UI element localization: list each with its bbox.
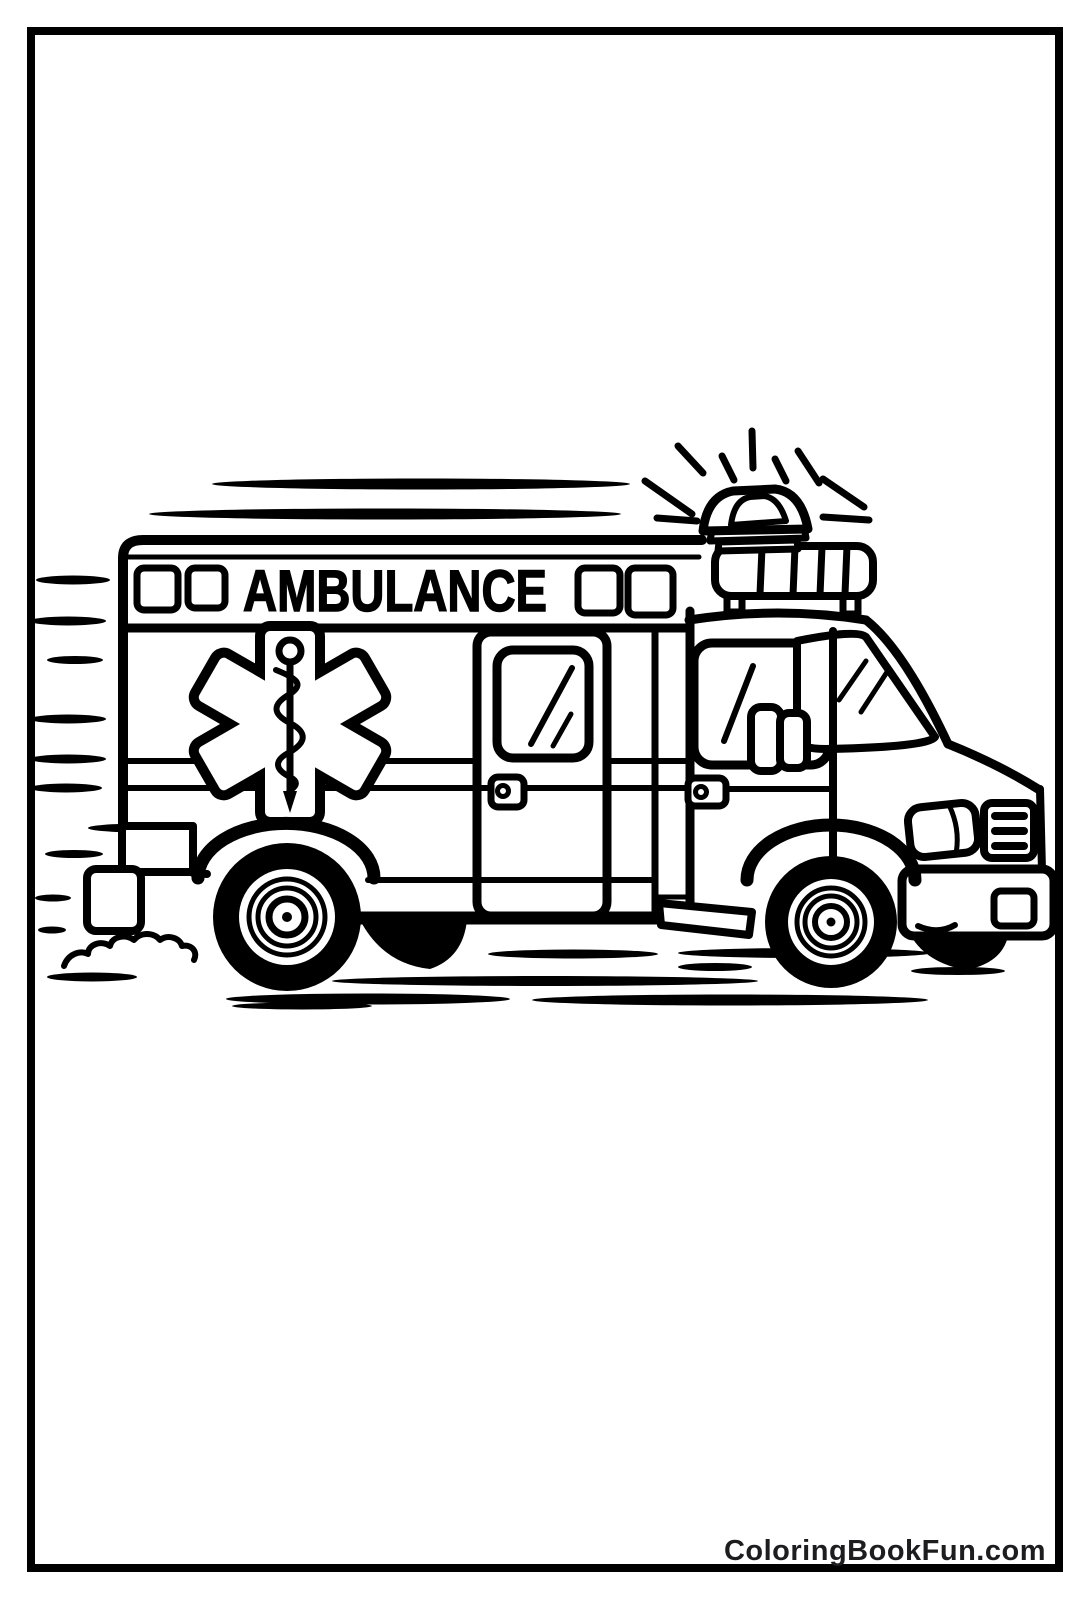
windshield (793, 629, 939, 753)
beacon-ray (794, 447, 823, 487)
dust-line (47, 972, 137, 982)
grille-bar (991, 842, 1028, 850)
window-glare-line (550, 711, 574, 749)
rear-bumper-step (83, 865, 145, 935)
hub-dot (826, 917, 836, 927)
speed-line (30, 714, 106, 724)
speed-line (45, 850, 103, 858)
ambulance-label: AMBULANCE (243, 559, 547, 624)
beacon-ray (674, 442, 707, 477)
ground-line (488, 949, 658, 959)
rim-ring (802, 893, 860, 951)
beacon-ray (718, 452, 738, 484)
cab-step (655, 899, 756, 939)
speed-line (30, 616, 106, 626)
dust-cloud-outline (61, 931, 199, 969)
speed-line (30, 783, 102, 793)
beacon-lens (728, 493, 789, 528)
ground-line (532, 994, 928, 1006)
speed-lines (30, 478, 630, 934)
front-wheel (740, 818, 922, 988)
ground-line (678, 963, 752, 971)
beacon-ray (653, 514, 701, 525)
speed-line (36, 575, 110, 585)
marker-light (574, 564, 624, 617)
speed-line (149, 508, 621, 520)
rim-ring (794, 885, 868, 959)
rod-of-asclepius-icon (273, 636, 306, 813)
front-edge-line (1036, 785, 1046, 875)
headlight-icon (903, 798, 983, 862)
cab-door-handle (684, 774, 730, 810)
ground-line (226, 993, 510, 1005)
side-mirror (747, 703, 811, 775)
front-bumper (897, 864, 1059, 941)
rim-ring (246, 876, 328, 958)
window-glare-line (721, 663, 756, 744)
rear-wheel (191, 816, 381, 991)
beacon-light-icon (698, 484, 813, 555)
hub-ring (265, 895, 309, 939)
marker-light (184, 564, 229, 612)
watermark-text: ColoringBookFun.com (723, 1535, 1046, 1567)
ambulance-box-body: AMBULANCE (83, 535, 707, 935)
grille-bar (991, 812, 1028, 820)
under-bumper-shadow (911, 936, 1008, 970)
dust-cloud (47, 931, 199, 982)
rear-compartment (118, 822, 197, 876)
marker-light (133, 564, 182, 614)
beacon-ray (641, 477, 696, 518)
grille (980, 799, 1038, 862)
staff-point (283, 791, 297, 813)
beacon-ray (771, 455, 790, 485)
windshield-glare-lines (836, 658, 892, 715)
ground-line (911, 967, 1005, 975)
speed-line (47, 656, 103, 664)
hub-ring (812, 903, 850, 941)
rim-ring (255, 885, 319, 949)
front-wheel-arch (740, 818, 922, 887)
mirror-glass (776, 709, 811, 772)
star-of-life-icon (188, 621, 392, 827)
headlight-divider (947, 803, 960, 855)
light-bar (711, 542, 877, 618)
hood-line (943, 739, 1043, 794)
snake (273, 667, 306, 792)
bumper-detail (990, 887, 1038, 930)
ground-line (232, 1002, 372, 1010)
hub-dot (282, 912, 292, 922)
beacon-ray (748, 427, 757, 472)
marker-light (624, 564, 677, 619)
door-handle-knob (693, 784, 709, 800)
side-door-handle (487, 773, 528, 811)
beacon-ray (819, 513, 873, 524)
under-body-shadow (360, 920, 467, 969)
page-border (27, 27, 1063, 1572)
side-door-window (492, 645, 594, 763)
light-bar-segments (756, 542, 851, 599)
side-door (472, 627, 612, 921)
speed-line (35, 894, 71, 902)
beacon-rays (641, 427, 873, 525)
grille-bar (991, 827, 1028, 835)
speed-line (30, 754, 106, 764)
speed-line (38, 926, 66, 934)
beacon-ray (819, 475, 868, 511)
ground-line (332, 976, 758, 986)
a-pillar-line (861, 615, 953, 749)
rear-wheel-arch (191, 816, 381, 885)
ground-lines (226, 948, 1005, 1010)
window-glare-line (528, 665, 575, 747)
bumper-curve (915, 922, 958, 934)
speed-line (212, 478, 630, 490)
door-handle-knob (495, 783, 511, 799)
headlight-lens (903, 798, 983, 862)
